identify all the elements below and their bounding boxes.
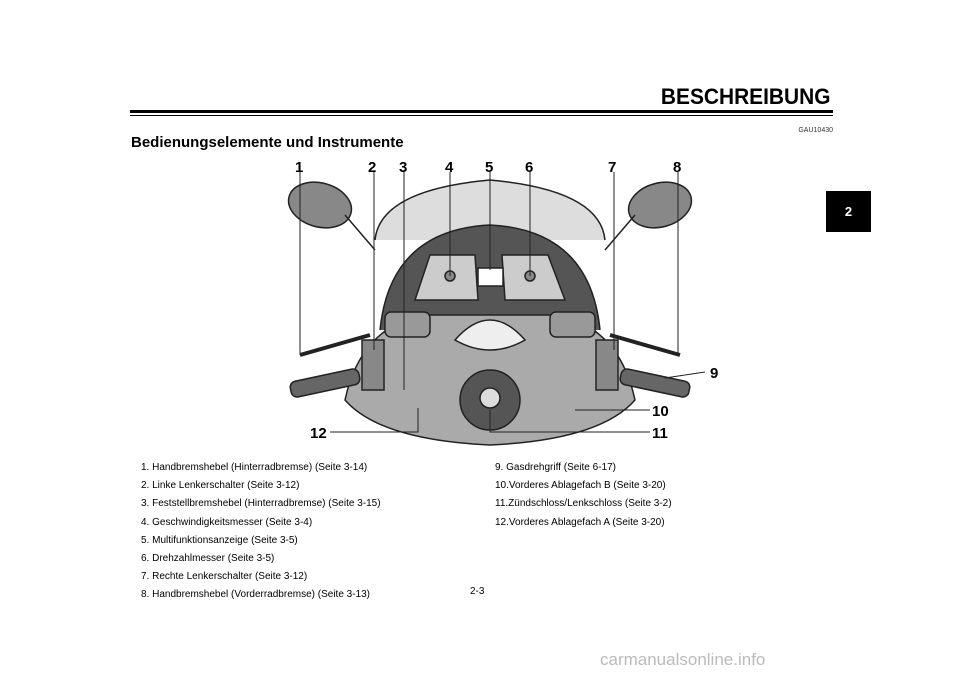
callout-4: 4: [445, 159, 454, 176]
legend-item: 10.Vorderes Ablagefach B (Seite 3-20): [495, 480, 666, 492]
callout-8: 8: [673, 159, 681, 176]
legend-item: 12.Vorderes Ablagefach A (Seite 3-20): [495, 516, 665, 528]
legend-item: 1. Handbremshebel (Hinterradbremse) (Sei…: [141, 462, 368, 473]
callout-2: 2: [368, 159, 376, 176]
callout-10: 10: [652, 403, 669, 420]
callout-1: 1: [295, 159, 303, 176]
doc-code: GAU10430: [798, 127, 833, 134]
legend-item: 11.Zündschloss/Lenkschloss (Seite 3-2): [495, 498, 672, 510]
legend-item: 9. Gasdrehgriff (Seite 6-17): [495, 462, 616, 473]
callout-7: 7: [608, 159, 616, 176]
section-header: BESCHREIBUNG: [660, 84, 830, 109]
header-rule-thin: [130, 115, 833, 116]
legend-item: 4. Geschwindigkeitsmesser (Seite 3-4): [141, 516, 313, 528]
watermark: carmanualsonline.info: [600, 650, 766, 669]
legend-item: 2. Linke Lenkerschalter (Seite 3-12): [141, 480, 300, 492]
callout-6: 6: [525, 159, 533, 176]
legend-item: 6. Drehzahlmesser (Seite 3-5): [141, 553, 275, 565]
legend-right: 9. Gasdrehgriff (Seite 6-17) 10.Vorderes…: [495, 459, 672, 532]
callout-5: 5: [485, 159, 493, 176]
callout-12: 12: [310, 425, 327, 442]
chapter-tab[interactable]: 2: [826, 191, 871, 232]
callout-3: 3: [399, 159, 407, 176]
legend-item: 8. Handbremshebel (Vorderradbremse) (Sei…: [141, 589, 370, 601]
callout-9: 9: [710, 365, 718, 382]
callout-11: 11: [652, 425, 668, 442]
page-number: 2-3: [470, 586, 485, 597]
scooter-controls-illustration: 1 2 3 4 5 6 7 8 9 10 11 12: [287, 159, 718, 446]
legend-left: 1. Handbremshebel (Hinterradbremse) (Sei…: [141, 459, 381, 605]
page-title: Bedienungselemente und Instrumente: [131, 134, 404, 151]
legend-item: 7. Rechte Lenkerschalter (Seite 3-12): [141, 571, 308, 583]
header-rule: [130, 110, 833, 113]
legend-item: 3. Feststellbremshebel (Hinterradbremse)…: [141, 498, 381, 510]
legend-item: 5. Multifunktionsanzeige (Seite 3-5): [141, 534, 298, 546]
